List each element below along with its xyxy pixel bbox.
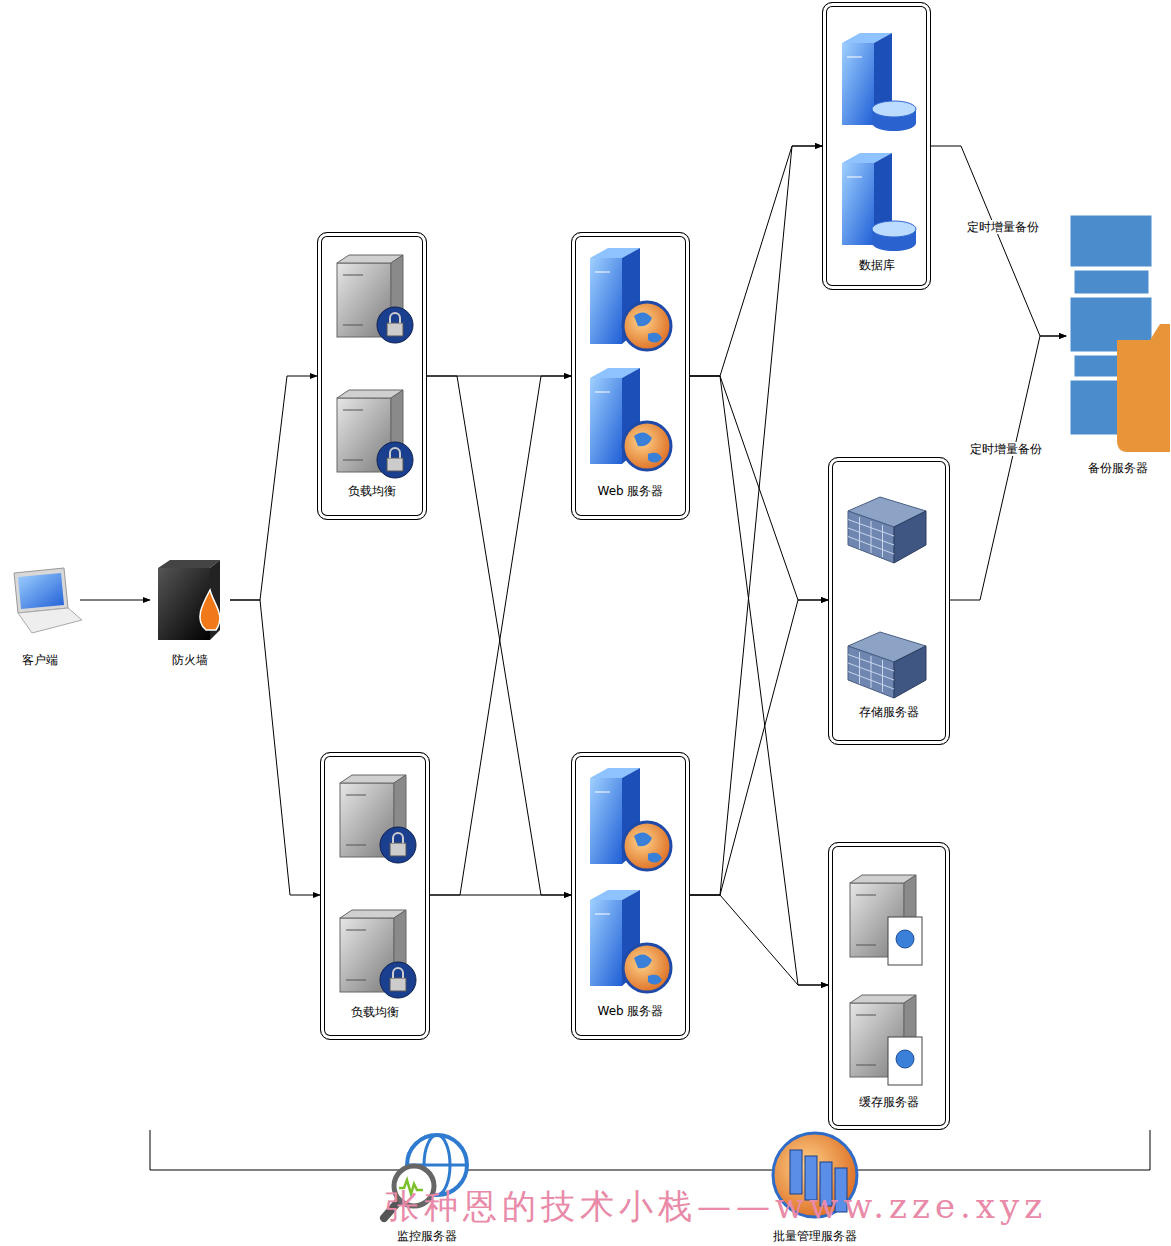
connector: [80, 600, 150, 601]
group-box: 存储服务器: [828, 457, 950, 745]
connector: [430, 895, 571, 896]
icon: [842, 153, 916, 251]
node-label: Web 服务器: [572, 1004, 689, 1018]
icon: [590, 768, 671, 870]
node-label: 存储服务器: [829, 705, 949, 719]
node-label: 负载均衡: [321, 1005, 429, 1019]
connector: [950, 336, 1066, 600]
connector: [690, 146, 822, 895]
edge-label: 定时增量备份: [965, 220, 1041, 234]
connector: [430, 376, 571, 895]
node-label: 监控服务器: [372, 1229, 482, 1243]
icon: [337, 255, 413, 343]
icon-node: 客户端: [0, 560, 80, 670]
icon: [848, 632, 926, 698]
connector: [690, 895, 828, 985]
icon: [1070, 215, 1170, 452]
connector: [230, 376, 317, 600]
connector: [690, 146, 822, 376]
node-label: 客户端: [0, 653, 80, 667]
node-label: 缓存服务器: [829, 1095, 949, 1109]
group-box: 缓存服务器: [828, 842, 950, 1130]
icon-node: 备份服务器: [1066, 210, 1170, 480]
group-box: Web 服务器: [571, 752, 690, 1040]
connector: [690, 376, 828, 985]
icon: [337, 390, 413, 478]
connector: [230, 600, 320, 895]
connector: [690, 600, 828, 895]
group-box: Web 服务器: [571, 232, 690, 520]
group-box: 负载均衡: [320, 752, 430, 1040]
connector: [427, 376, 571, 895]
icon: [158, 560, 220, 640]
node-label: 负载均衡: [318, 484, 426, 498]
group-box: 负载均衡: [317, 232, 427, 520]
node-label: 数据库: [823, 258, 930, 272]
icon-node: 防火墙: [150, 560, 230, 670]
group-box: 数据库: [822, 2, 931, 290]
icon: [842, 33, 916, 131]
node-label: 防火墙: [150, 653, 230, 667]
node-label: 备份服务器: [1066, 461, 1170, 475]
node-label: Web 服务器: [572, 484, 689, 498]
node-label: 批量管理服务器: [755, 1229, 875, 1243]
bracket-line: [150, 1130, 1150, 1170]
icon: [340, 775, 416, 863]
watermark: 张种恩的技术小栈——www.zze.xyz: [385, 1186, 1047, 1226]
icon: [850, 875, 922, 965]
icon: [340, 910, 416, 998]
edge-label: 定时增量备份: [968, 442, 1044, 456]
icon: [590, 368, 671, 470]
icon: [590, 248, 671, 350]
icon: [14, 568, 82, 633]
icon: [590, 890, 671, 992]
connector: [931, 146, 1066, 336]
icon: [850, 995, 922, 1085]
icon: [848, 497, 926, 563]
